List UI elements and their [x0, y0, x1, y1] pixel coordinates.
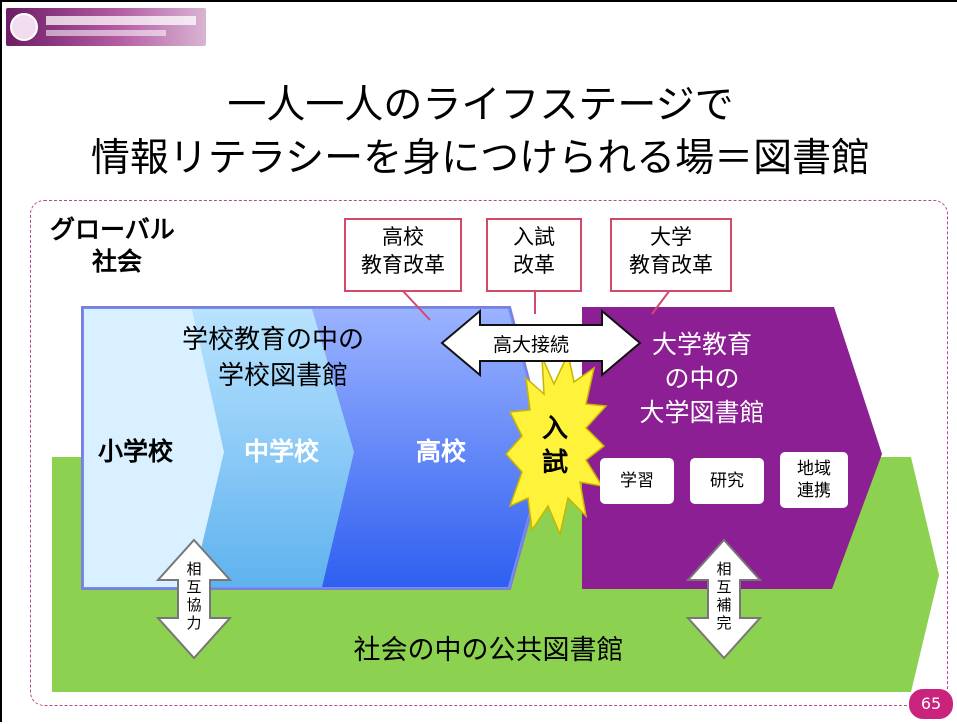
- study-box: 学習: [600, 458, 674, 504]
- page-number-badge: 65: [908, 688, 954, 720]
- junior-high-school-label: 中学校: [244, 437, 320, 466]
- university-logo: [6, 8, 206, 46]
- high-school-stage: [307, 309, 546, 587]
- callout-university-reform: 大学 教育改革: [610, 218, 732, 292]
- connection-label: 高大接続: [493, 334, 570, 356]
- community-box: 地域 連携: [780, 452, 848, 508]
- connection-double-arrow: [440, 308, 642, 378]
- junior-high-stage: [190, 309, 354, 587]
- global-society-frame: [30, 200, 948, 706]
- elementary-stage: [84, 309, 224, 587]
- research-box: 研究: [690, 458, 764, 504]
- mutual-cooperation-label: 相 互 協 力: [186, 560, 202, 632]
- callout-high-school-reform: 高校 教育改革: [344, 218, 462, 292]
- slide-title-line2: 情報リテラシーを身につけられる場＝図書館: [90, 136, 871, 181]
- mutual-complement-label: 相 互 補 完: [716, 560, 732, 632]
- mutual-complement-arrow: [685, 538, 763, 660]
- university-library-label: 大学教育 の中の 大学図書館: [639, 330, 765, 427]
- exam-label: 入 試: [542, 414, 569, 478]
- exam-starburst: [504, 351, 608, 537]
- high-school-label: 高校: [416, 437, 467, 466]
- university-block: [582, 307, 882, 589]
- slide-title-line1: 一人一人のライフステージで: [227, 83, 734, 128]
- mutual-cooperation-arrow: [155, 538, 233, 660]
- school-library-label: 学校教育の中の 学校図書館: [182, 325, 365, 391]
- public-library-label: 社会の中の公共図書館: [353, 635, 624, 666]
- global-society-label: グローバル 社会: [50, 215, 175, 276]
- callout-entrance-reform: 入試 改革: [486, 218, 582, 292]
- university-seal-icon: [10, 13, 38, 41]
- elementary-school-label: 小学校: [98, 437, 174, 466]
